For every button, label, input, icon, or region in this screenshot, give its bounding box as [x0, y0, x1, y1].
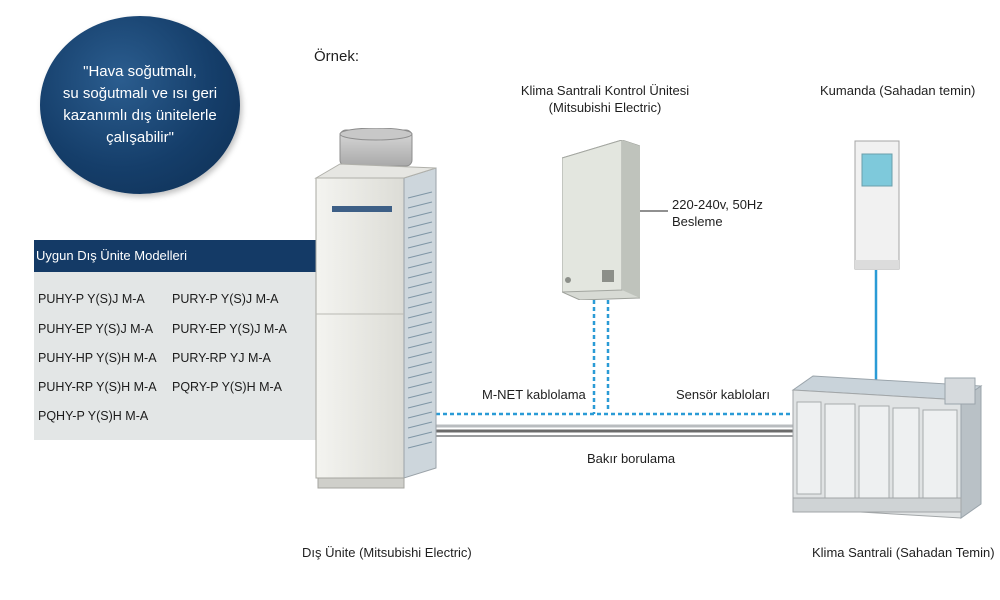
control-unit-label: Klima Santrali Kontrol Ünitesi (Mitsubis…	[520, 82, 690, 116]
control-unit-brand: (Mitsubishi Electric)	[548, 100, 662, 115]
badge-line: "Hava soğutmalı,	[83, 63, 197, 80]
example-label: Örnek:	[314, 48, 360, 65]
model-item: PUHY-HP Y(S)H M-A	[38, 351, 157, 365]
models-panel-title: Uygun Dış Ünite Modelleri	[34, 240, 316, 272]
ahu-label: Klima Santrali (Sahadan Temin)	[812, 545, 995, 560]
model-item: PUHY-EP Y(S)J M-A	[38, 322, 154, 336]
model-item: PUHY-RP Y(S)H M-A	[38, 380, 157, 394]
power-supply: Besleme	[672, 214, 723, 229]
control-unit-icon	[562, 140, 640, 300]
copper-label: Bakır borulama	[587, 451, 676, 466]
model-item: PQHY-P Y(S)H M-A	[38, 409, 149, 423]
control-unit-title: Klima Santrali Kontrol Ünitesi	[520, 83, 690, 98]
model-item: PURY-EP Y(S)J M-A	[172, 322, 287, 336]
badge-text: "Hava soğutmalı, su soğutmalı ve ısı ger…	[55, 61, 225, 149]
model-item: PURY-P Y(S)J M-A	[172, 292, 279, 306]
sensor-label: Sensör kabloları	[676, 387, 770, 402]
model-item: PUHY-P Y(S)J M-A	[38, 292, 145, 306]
feature-badge: "Hava soğutmalı, su soğutmalı ve ısı ger…	[40, 16, 240, 194]
mnet-label: M-NET kablolama	[482, 387, 586, 402]
copper-pipe-lines	[436, 424, 795, 437]
model-item: PURY-RP YJ M-A	[172, 351, 271, 365]
power-label: 220-240v, 50Hz Besleme	[672, 196, 763, 230]
remote-control-icon	[854, 140, 900, 270]
air-handling-unit-icon	[791, 375, 983, 519]
models-panel: Uygun Dış Ünite Modelleri PUHY-P Y(S)J M…	[34, 240, 316, 440]
badge-line: su soğutmalı ve ısı geri	[62, 85, 218, 102]
badge-line: kazanımlı dış ünitelerle	[63, 107, 217, 124]
power-spec: 220-240v, 50Hz	[672, 197, 763, 212]
model-item: PQRY-P Y(S)H M-A	[172, 380, 282, 394]
outdoor-unit-icon	[314, 128, 437, 489]
badge-line: çalışabilir"	[106, 129, 174, 146]
remote-label: Kumanda (Sahadan temin)	[820, 83, 976, 98]
outdoor-unit-label: Dış Ünite (Mitsubishi Electric)	[302, 545, 472, 560]
